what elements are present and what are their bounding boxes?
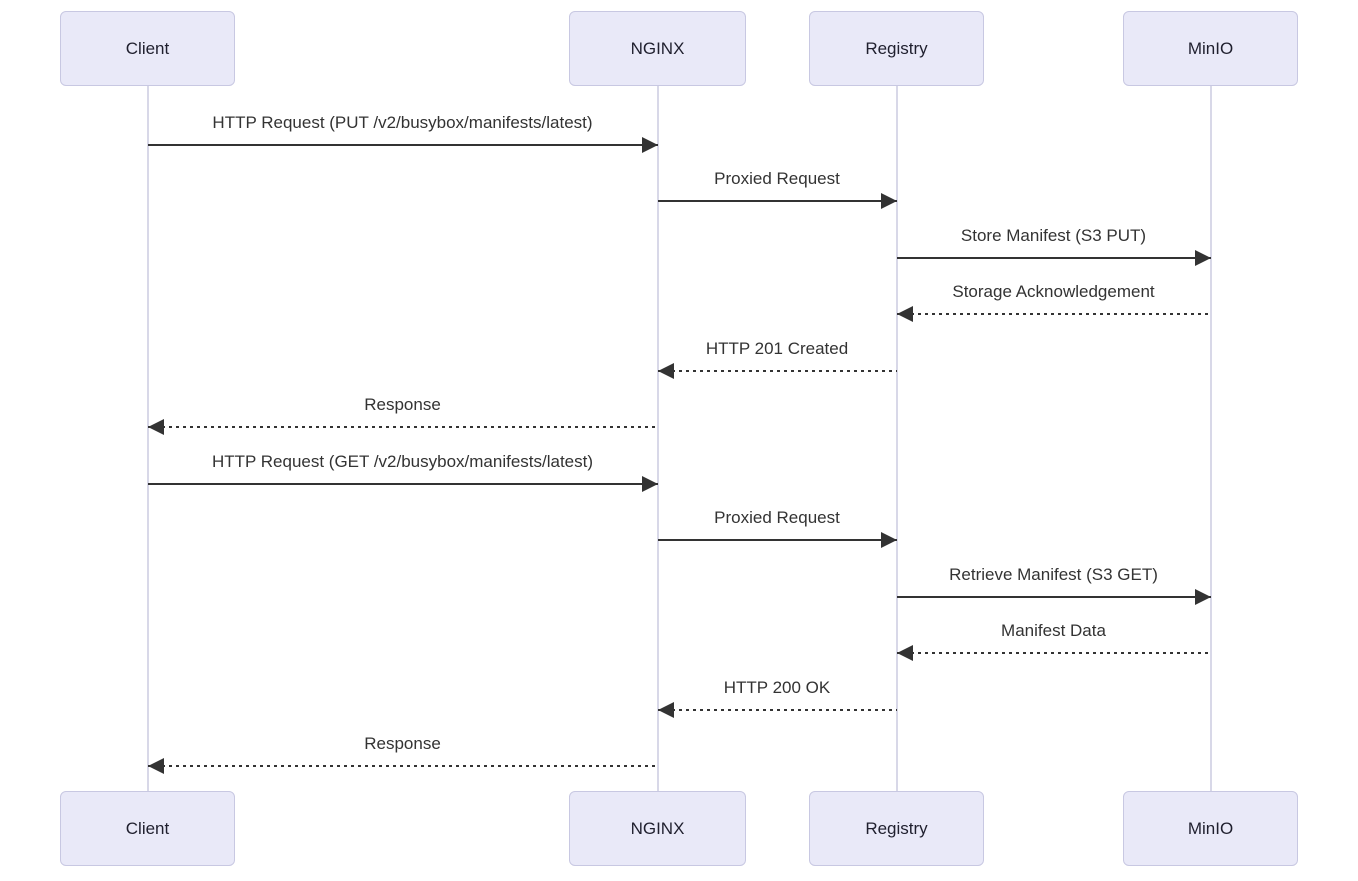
arrowhead-left-icon (657, 363, 674, 379)
arrowhead-right-icon (1194, 250, 1211, 266)
arrowhead-left-icon (657, 702, 674, 718)
message-label-3: Store Manifest (S3 PUT) (960, 226, 1147, 245)
message-line-6 (147, 426, 658, 428)
arrowhead-right-icon (1194, 589, 1211, 605)
lifeline-minio (1209, 86, 1212, 793)
message-label-12: Response (364, 734, 441, 753)
arrowhead-left-icon (147, 419, 164, 435)
message-line-12 (147, 765, 658, 767)
message-line-3 (896, 257, 1211, 259)
message-label-11: HTTP 200 OK (723, 678, 831, 697)
message-label-8: Proxied Request (714, 508, 840, 527)
arrowhead-left-icon (147, 758, 164, 774)
message-line-7 (147, 483, 658, 485)
message-label-7: HTTP Request (GET /v2/busybox/manifests/… (211, 452, 594, 471)
message-line-11 (657, 709, 897, 711)
actor-client-bottom: Client (60, 791, 235, 866)
arrowhead-right-icon (641, 476, 658, 492)
message-label-6: Response (364, 395, 441, 414)
actor-minio-top: MinIO (1123, 11, 1298, 86)
message-label-10: Manifest Data (1001, 621, 1106, 640)
arrowhead-left-icon (896, 645, 913, 661)
message-label-1: HTTP Request (PUT /v2/busybox/manifests/… (212, 113, 593, 132)
actor-client-top: Client (60, 11, 235, 86)
message-line-8 (657, 539, 897, 541)
message-line-4 (896, 313, 1211, 315)
message-line-9 (896, 596, 1211, 598)
actor-minio-bottom: MinIO (1123, 791, 1298, 866)
message-label-5: HTTP 201 Created (705, 339, 849, 358)
message-line-10 (896, 652, 1211, 654)
arrowhead-right-icon (880, 532, 897, 548)
actor-nginx-top: NGINX (569, 11, 746, 86)
message-label-9: Retrieve Manifest (S3 GET) (949, 565, 1158, 584)
message-label-2: Proxied Request (714, 169, 840, 188)
lifeline-nginx (656, 86, 659, 793)
message-line-2 (657, 200, 897, 202)
message-line-1 (147, 144, 658, 146)
message-line-5 (657, 370, 897, 372)
actor-registry-top: Registry (809, 11, 984, 86)
arrowhead-right-icon (880, 193, 897, 209)
message-label-4: Storage Acknowledgement (952, 282, 1155, 301)
lifeline-client (146, 86, 149, 793)
actor-registry-bottom: Registry (809, 791, 984, 866)
actor-nginx-bottom: NGINX (569, 791, 746, 866)
arrowhead-left-icon (896, 306, 913, 322)
arrowhead-right-icon (641, 137, 658, 153)
lifeline-registry (895, 86, 898, 793)
